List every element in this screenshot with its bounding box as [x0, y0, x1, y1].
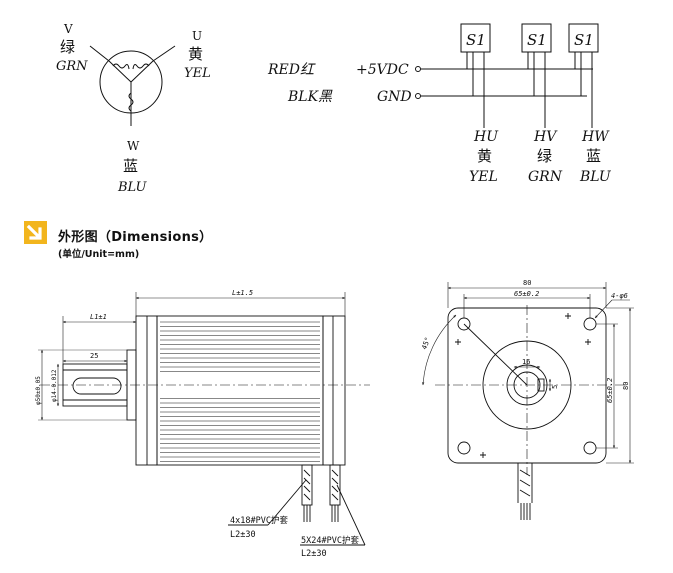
hall-hu-zh: 黄	[477, 147, 492, 165]
winding-labels: V 绿 GRN U 黄 YEL W 蓝 BLU	[56, 22, 211, 195]
arrow-down-right-icon	[26, 224, 42, 240]
phase-w-letter: W	[127, 139, 140, 153]
hall-hu-en: YEL	[469, 169, 498, 185]
phase-w-en: BLU	[117, 180, 147, 195]
front-view	[435, 305, 625, 520]
red-wire-label: RED红	[267, 62, 316, 78]
blk-wire-label: BLK黑	[287, 89, 333, 105]
side-view-dims	[38, 292, 346, 421]
phase-v-zh: 绿	[60, 38, 75, 56]
key-width-dim: 5	[551, 385, 559, 389]
inner-height-dim: 65±0.2	[606, 378, 614, 403]
cable2-length: L2±30	[301, 549, 327, 559]
shaft-length-dim: 25	[90, 352, 98, 360]
winding-diagram	[89, 45, 176, 126]
hall-wiring	[415, 23, 599, 128]
hole-spacing-dim: 65±0.2	[514, 290, 539, 298]
phase-u-zh: 黄	[188, 45, 203, 63]
cable2-spec: 5X24#PVC护套	[301, 535, 359, 546]
side-view-fins	[160, 321, 320, 462]
pilot-dia-dim: φ50±0.05	[35, 376, 42, 405]
shaft-dia-dim: φ14-0.012	[51, 369, 58, 402]
side-view	[40, 315, 370, 466]
phase-u-letter: U	[192, 29, 202, 43]
hall-hw-zh: 蓝	[586, 147, 601, 165]
gnd-label: GND	[377, 89, 412, 105]
key-dim: 16	[522, 358, 530, 366]
section-title: 外形图（Dimensions）	[58, 230, 213, 245]
front-view-dim-text: 80 65±0.2 4-φ6 45° 16 5 65±0.2 80	[420, 279, 630, 403]
front-view-dims	[421, 282, 634, 464]
sensor-label-2: S1	[527, 31, 547, 49]
hall-hw-en: BLU	[579, 169, 612, 185]
cable1-spec: 4x18#PVC护套	[230, 515, 288, 526]
phase-u-en: YEL	[184, 66, 211, 81]
side-view-dim-text: L±1.5 L1±1 25 φ14-0.012 φ50±0.05 4x18#PV…	[35, 289, 359, 559]
sensor-label-3: S1	[574, 31, 594, 49]
angle-dim: 45°	[420, 336, 432, 351]
hall-hw-code: HW	[581, 129, 610, 145]
cable1-length: L2±30	[230, 530, 256, 540]
side-view-cables	[228, 464, 366, 546]
vdc-label: +5VDC	[356, 62, 409, 78]
hall-hu-code: HU	[473, 129, 499, 145]
hall-hv-en: GRN	[528, 169, 563, 185]
l1-dim: L1±1	[90, 313, 107, 321]
phase-v-en: GRN	[56, 59, 88, 74]
section-subtitle: (单位/Unit=mm)	[58, 249, 140, 260]
sensor-label-1: S1	[466, 31, 486, 49]
phase-v-letter: V	[63, 22, 73, 36]
hall-hv-code: HV	[533, 129, 558, 145]
phase-w-zh: 蓝	[123, 157, 138, 175]
holes-dim: 4-φ6	[611, 292, 628, 300]
height-dim: 80	[622, 382, 630, 390]
length-dim: L±1.5	[232, 289, 253, 297]
hall-labels: S1 S1 S1 RED红 +5VDC BLK黑 GND HU 黄 YEL HV…	[267, 31, 612, 185]
hall-hv-zh: 绿	[537, 147, 552, 165]
section-icon	[24, 221, 47, 244]
width-dim: 80	[523, 279, 531, 287]
